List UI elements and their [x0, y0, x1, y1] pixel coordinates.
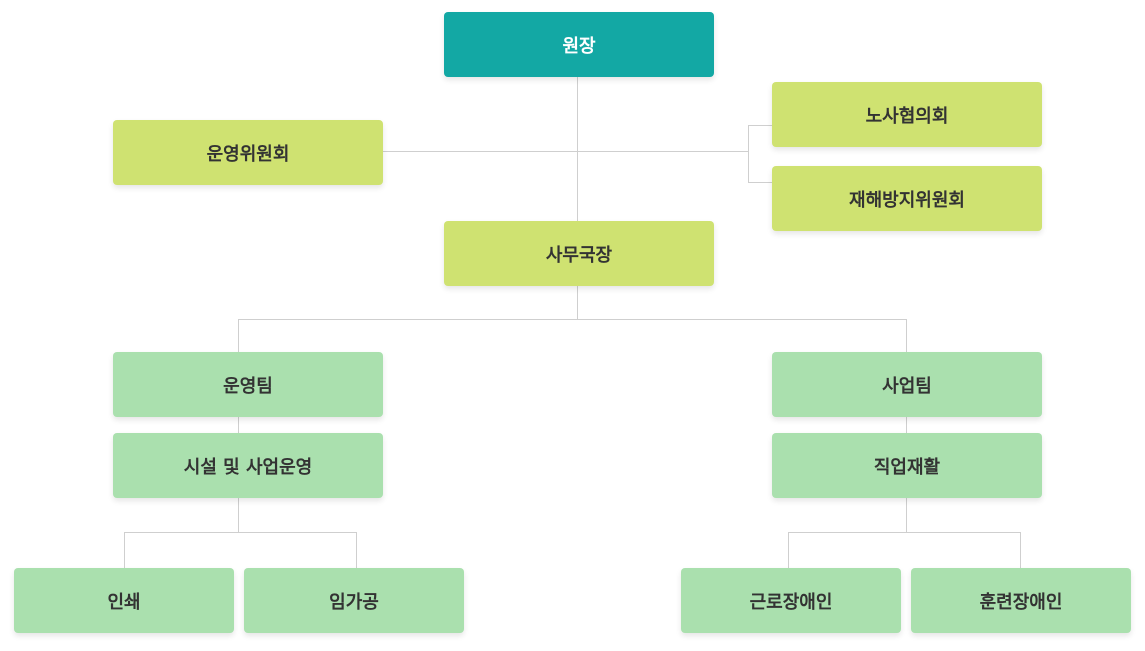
connector-operations-facility	[238, 417, 239, 433]
node-printing: 인쇄	[14, 568, 234, 633]
connector-operations-team-drop	[238, 319, 239, 352]
connector-teams-horizontal	[238, 319, 907, 320]
node-worker-disabled: 근로장애인	[681, 568, 901, 633]
connector-facility-down	[238, 498, 239, 532]
connector-right-bracket-vertical	[748, 125, 749, 183]
connector-committee-horizontal	[382, 151, 749, 152]
connector-trainee-drop	[1020, 532, 1021, 568]
connector-worker-drop	[788, 532, 789, 568]
connector-printing-drop	[124, 532, 125, 568]
node-committee: 운영위원회	[113, 120, 383, 185]
node-secretary-general: 사무국장	[444, 221, 714, 286]
connector-director-secretary	[577, 77, 578, 222]
connector-facility-horizontal	[124, 532, 357, 533]
node-trainee-disabled: 훈련장애인	[911, 568, 1131, 633]
connector-disaster-committee	[748, 182, 772, 183]
connector-business-rehab	[906, 417, 907, 433]
node-processing: 임가공	[244, 568, 464, 633]
node-facility-operations: 시설 및 사업운영	[113, 433, 383, 498]
connector-business-team-drop	[906, 319, 907, 352]
connector-rehab-horizontal	[788, 532, 1021, 533]
connector-processing-drop	[356, 532, 357, 568]
connector-secretary-down	[577, 286, 578, 319]
node-director: 원장	[444, 12, 714, 77]
node-labor-council: 노사협의회	[772, 82, 1042, 147]
connector-labor-council	[748, 125, 772, 126]
node-vocational-rehab: 직업재활	[772, 433, 1042, 498]
node-disaster-committee: 재해방지위원회	[772, 166, 1042, 231]
connector-rehab-down	[906, 498, 907, 532]
node-operations-team: 운영팀	[113, 352, 383, 417]
node-business-team: 사업팀	[772, 352, 1042, 417]
